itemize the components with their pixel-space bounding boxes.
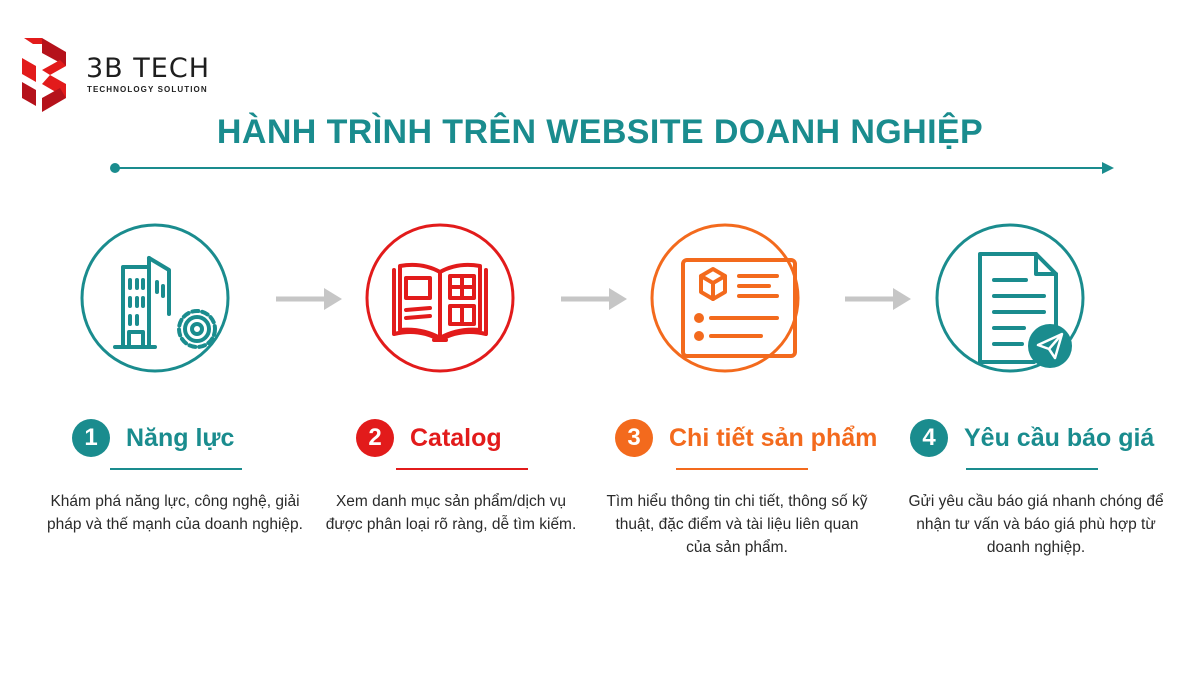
step-2-description: Xem danh mục sản phẩm/dịch vụ được phân … [325, 493, 577, 533]
step-1-title: Năng lực [126, 423, 235, 452]
step-divider [676, 468, 808, 470]
step-2-header: 2 Catalog [356, 418, 502, 458]
step-1-header: 1 Năng lực [72, 418, 234, 458]
step-4-description: Gửi yêu cầu báo giá nhanh chóng để nhận … [908, 493, 1164, 556]
step-divider [396, 468, 528, 470]
building-gear-icon [113, 256, 217, 349]
step-number-badge: 2 [356, 419, 394, 457]
step-1-description: Khám phá năng lực, công nghệ, giải pháp … [47, 493, 303, 533]
step-2-title: Catalog [410, 423, 502, 452]
brand-tagline: TECHNOLOGY SOLUTION [87, 85, 208, 94]
logo-3b-tech-icon [22, 38, 66, 112]
brand-name: 3B TECH [86, 53, 210, 84]
open-book-icon [392, 262, 488, 342]
step-3-title: Chi tiết sản phẩm [669, 423, 878, 452]
step-3-circle [650, 223, 800, 373]
step-1-circle [80, 223, 230, 373]
flow-arrow-icon [845, 288, 911, 310]
step-number-badge: 4 [910, 419, 948, 457]
step-divider [110, 468, 242, 470]
step-4-header: 4 Yêu cầu báo giá [910, 418, 1154, 458]
step-3-header: 3 Chi tiết sản phẩm [615, 418, 877, 458]
step-number-badge: 3 [615, 419, 653, 457]
flow-arrow-icon [276, 288, 342, 310]
step-4-circle [935, 223, 1085, 373]
flow-arrow-icon [561, 288, 627, 310]
journey-timeline-arrow [110, 162, 1114, 174]
step-number-badge: 1 [72, 419, 110, 457]
step-divider [966, 468, 1098, 470]
document-send-icon [978, 252, 1072, 368]
page-title: HÀNH TRÌNH TRÊN WEBSITE DOANH NGHIỆP [216, 113, 984, 151]
product-details-icon [681, 258, 797, 358]
step-2-circle [365, 223, 515, 373]
step-3-description: Tìm hiểu thông tin chi tiết, thông số kỹ… [606, 493, 868, 556]
step-4-title: Yêu cầu báo giá [964, 423, 1155, 452]
